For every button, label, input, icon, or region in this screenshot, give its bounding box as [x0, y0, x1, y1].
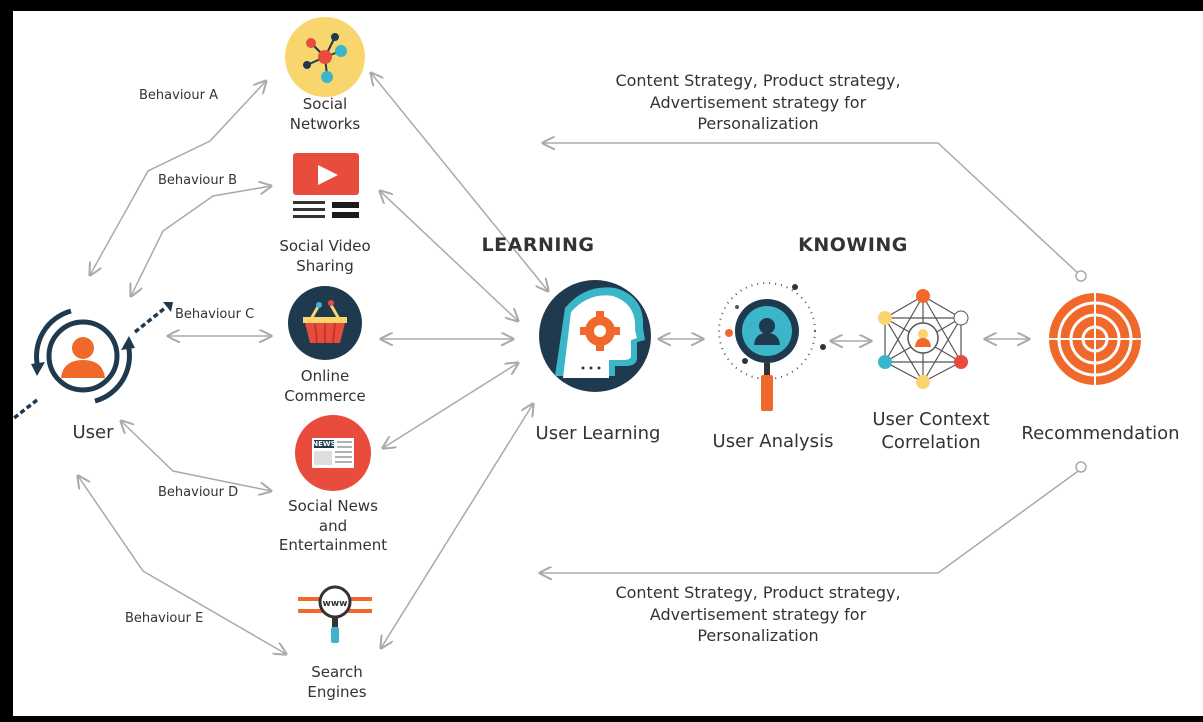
diagram-canvas: NEWS www — [13, 17, 1141, 716]
recommendation-label: Recommendation — [1021, 423, 1180, 444]
strategy-line: Advertisement strategy for — [649, 92, 867, 112]
channel-line: Online — [300, 367, 350, 385]
channel-news-label: Social News and Entertainment — [268, 497, 398, 556]
social-network-icon — [285, 17, 365, 97]
brain-gear-icon — [539, 280, 651, 392]
arrow-user-search — [78, 476, 286, 654]
arrow-user-news — [121, 421, 271, 491]
target-icon — [1049, 293, 1141, 385]
user-label: User — [72, 422, 114, 443]
learning-heading: LEARNING — [481, 234, 595, 256]
network-user-icon — [878, 289, 969, 389]
arrow-search-learning — [381, 404, 533, 648]
strategy-top-text: Content Strategy, Product strategy, Adve… — [573, 70, 943, 135]
channel-line: Search — [311, 663, 363, 681]
strategy-line: Content Strategy, Product strategy, — [615, 71, 901, 90]
user-learning-label: User Learning — [535, 423, 661, 444]
feedback-bottom-origin — [1075, 461, 1087, 473]
channel-line: Networks — [289, 114, 361, 133]
strategy-line: Personalization — [697, 114, 819, 134]
channel-search-label: Search Engines — [277, 663, 397, 702]
user-cycle-icon — [13, 302, 173, 422]
user-context-label: User Context Correlation — [851, 408, 1011, 455]
arrow-feedback-top — [543, 143, 1082, 277]
connector-arrows — [78, 73, 1082, 654]
news-icon: NEWS — [295, 415, 371, 491]
magnifier-user-icon — [718, 282, 826, 411]
arrow-news-learning — [383, 363, 518, 448]
user-analysis-label: User Analysis — [712, 431, 834, 452]
channel-line: Commerce — [284, 386, 366, 405]
behaviour-a-label: Behaviour A — [139, 88, 218, 103]
svg-text:NEWS: NEWS — [312, 440, 335, 448]
behaviour-b-label: Behaviour B — [158, 173, 238, 188]
channel-line: and — [318, 516, 348, 535]
feedback-top-origin — [1075, 270, 1087, 282]
user-context-line: User Context — [872, 409, 990, 430]
www-label: www — [323, 599, 348, 609]
channel-commerce-label: Online Commerce — [265, 367, 385, 406]
strategy-bottom-text: Content Strategy, Product strategy, Adve… — [573, 582, 943, 647]
behaviour-c-label: Behaviour C — [175, 307, 255, 322]
channel-line: Social Video — [279, 237, 371, 255]
video-play-icon — [293, 153, 359, 218]
strategy-line: Content Strategy, Product strategy, — [615, 583, 901, 602]
arrow-video-learning — [380, 191, 518, 321]
strategy-line: Advertisement strategy for — [649, 604, 867, 624]
channel-line: Engines — [307, 682, 367, 701]
arrow-user-social-networks — [90, 81, 266, 275]
shopping-basket-icon — [288, 286, 362, 360]
behaviour-e-label: Behaviour E — [125, 611, 204, 626]
channel-social-networks-label: Social Networks — [265, 95, 385, 134]
channel-line: Entertainment — [278, 536, 388, 554]
arrow-networks-learning — [371, 73, 548, 291]
channel-line: Social News — [288, 497, 378, 515]
channel-line: Sharing — [296, 256, 354, 275]
knowing-heading: KNOWING — [798, 234, 908, 256]
strategy-line: Personalization — [697, 626, 819, 646]
user-context-line: Correlation — [881, 432, 981, 454]
channel-line: Social — [302, 95, 348, 113]
diagram-frame: NEWS www — [13, 11, 1203, 716]
arrow-feedback-bottom — [540, 468, 1082, 573]
behaviour-d-label: Behaviour D — [158, 485, 239, 500]
search-www-icon: www — [298, 585, 372, 643]
arrow-user-video — [131, 186, 271, 296]
channel-video-label: Social Video Sharing — [260, 237, 390, 276]
